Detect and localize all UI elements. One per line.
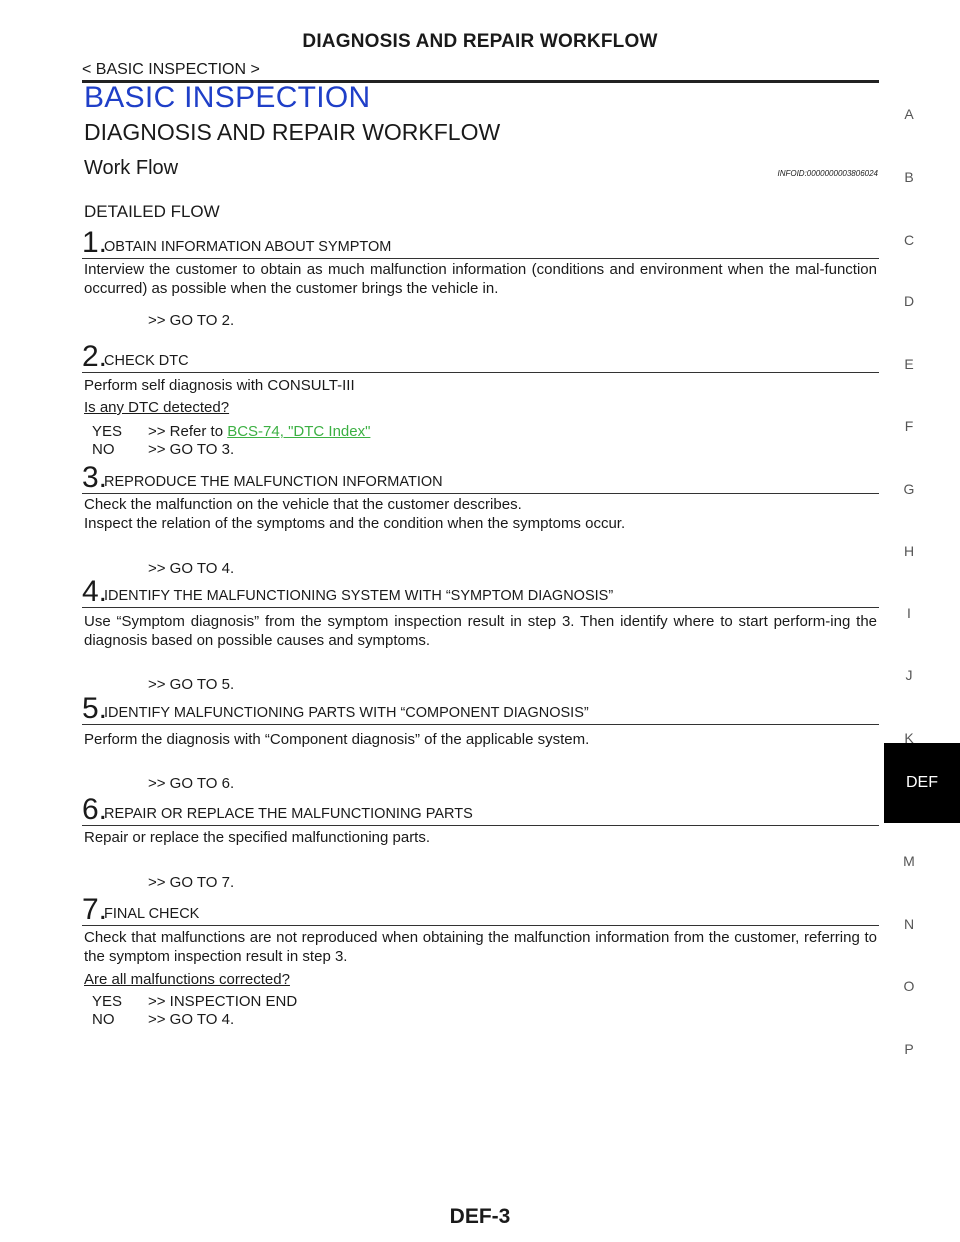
step-2-heading: 2. CHECK DTC [82,342,879,373]
step-2-body: Perform self diagnosis with CONSULT-III [84,377,355,394]
yes-label: YES [92,423,123,440]
step-5-body: Perform the diagnosis with “Component di… [84,731,590,748]
step-6-body: Repair or replace the specified malfunct… [84,829,431,846]
page-number: DEF-3 [449,1205,511,1228]
no-answer: >> GO TO 4. [148,1011,235,1028]
dtc-index-link[interactable]: BCS-74, "DTC Index" [227,423,371,440]
step-3-body-line2: Inspect the relation of the symptoms and… [84,515,626,532]
side-tab-j[interactable]: J [905,667,913,683]
step-title: IDENTIFY MALFUNCTIONING PARTS WITH “COMP… [104,705,589,721]
section-subtitle: DIAGNOSIS AND REPAIR WORKFLOW [84,119,501,145]
side-tab-e[interactable]: E [904,356,914,372]
side-tab-o[interactable]: O [903,978,915,994]
step-7-body: Check that malfunctions are not reproduc… [84,929,877,965]
step-number: 5. [82,692,108,725]
step-4-body: Use “Symptom diagnosis” from the symptom… [84,613,877,649]
side-tab-k[interactable]: K [904,730,914,746]
section-title: BASIC INSPECTION [84,81,371,114]
workflow-title: Work Flow [84,157,179,179]
step-number: 4. [82,575,108,608]
side-tab-p[interactable]: P [904,1041,914,1057]
step-6-heading: 6. REPAIR OR REPLACE THE MALFUNCTIONING … [82,795,879,826]
yes-answer: >> Refer to BCS-74, "DTC Index" [148,423,370,440]
step-number: 7. [82,893,108,926]
step-5-goto: >> GO TO 6. [148,775,235,792]
info-id: INFOID:0000000003806024 [777,169,878,178]
step-7-heading: 7. FINAL CHECK [82,895,879,926]
side-tab-a[interactable]: A [904,106,914,122]
step-title: CHECK DTC [104,353,189,369]
step-3-body-line1: Check the malfunction on the vehicle tha… [84,496,522,513]
breadcrumb: < BASIC INSPECTION > [82,61,260,78]
step-1-heading: 1. OBTAIN INFORMATION ABOUT SYMPTOM [82,228,879,259]
detailed-flow-heading: DETAILED FLOW [84,202,220,221]
side-tab-i[interactable]: I [907,605,911,621]
step-3-heading: 3. REPRODUCE THE MALFUNCTION INFORMATION [82,463,879,494]
no-answer: >> GO TO 3. [148,441,235,458]
step-6-goto: >> GO TO 7. [148,874,235,891]
side-tab-def-active[interactable]: DEF [884,743,960,823]
step-3-goto: >> GO TO 4. [148,560,235,577]
yes-label: YES [92,993,123,1010]
step-1-body: Interview the customer to obtain as much… [84,261,877,297]
step-title: OBTAIN INFORMATION ABOUT SYMPTOM [104,239,392,255]
step-number: 1. [82,226,108,259]
step-number: 3. [82,461,108,494]
yes-answer: >> INSPECTION END [148,993,298,1010]
step-5-heading: 5. IDENTIFY MALFUNCTIONING PARTS WITH “C… [82,694,879,725]
side-tab-f[interactable]: F [904,418,914,434]
side-tab-g[interactable]: G [903,481,915,497]
step-2-question: Is any DTC detected? [84,399,230,416]
step-number: 2. [82,340,108,373]
step-4-heading: 4. IDENTIFY THE MALFUNCTIONING SYSTEM WI… [82,577,879,608]
step-title: REPRODUCE THE MALFUNCTION INFORMATION [104,474,443,490]
step-1-goto: >> GO TO 2. [148,312,235,329]
side-tab-m[interactable]: M [903,853,915,869]
step-4-goto: >> GO TO 5. [148,676,235,693]
header-divider [82,80,879,83]
side-tab-n[interactable]: N [903,916,915,932]
step-number: 6. [82,793,108,826]
step-title: IDENTIFY THE MALFUNCTIONING SYSTEM WITH … [104,588,614,604]
side-tab-d[interactable]: D [903,293,915,309]
step-title: REPAIR OR REPLACE THE MALFUNCTIONING PAR… [104,806,473,822]
page-header-title: DIAGNOSIS AND REPAIR WORKFLOW [302,31,658,52]
side-tab-c[interactable]: C [903,232,915,248]
step-7-question: Are all malfunctions corrected? [84,971,290,988]
step-title: FINAL CHECK [104,906,200,922]
side-tab-b[interactable]: B [904,169,914,185]
no-label: NO [92,441,115,458]
side-tab-h[interactable]: H [903,543,915,559]
yes-answer-text: >> Refer to [148,423,228,440]
no-label: NO [92,1011,115,1028]
